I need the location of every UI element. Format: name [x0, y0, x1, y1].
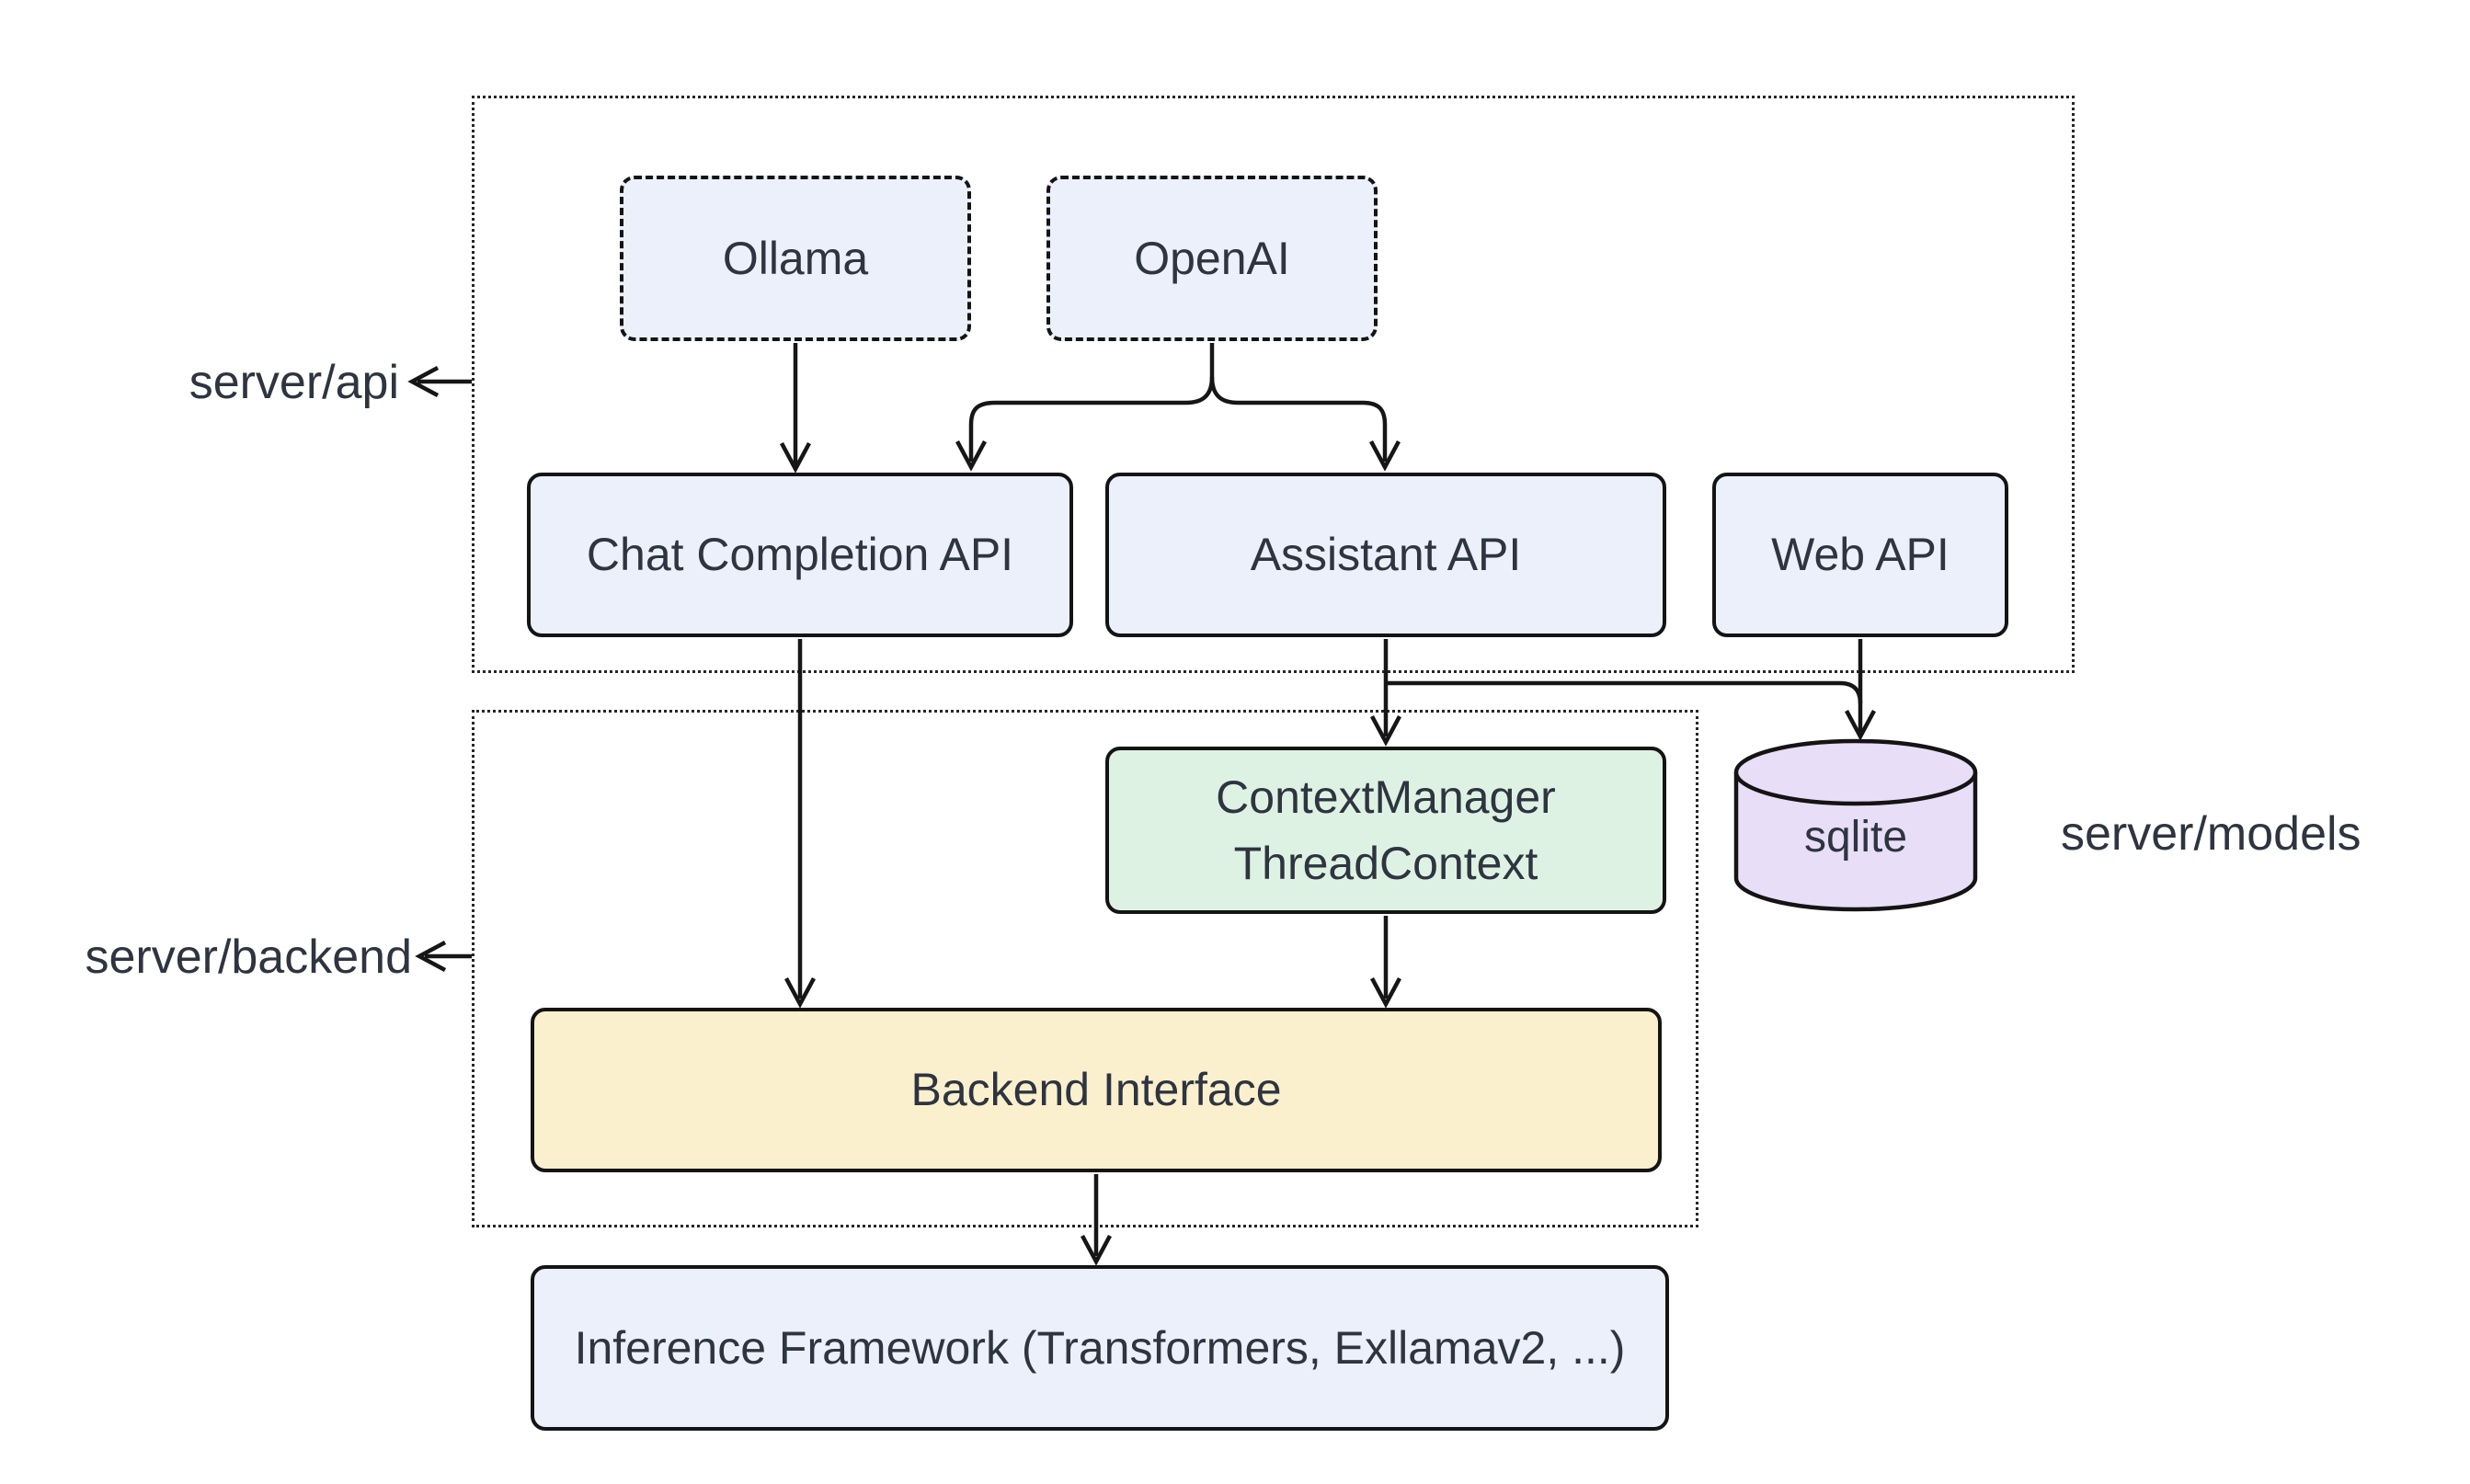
label-server-backend: server/backend [85, 930, 412, 984]
node-chat-completion-api: Chat Completion API [527, 473, 1073, 637]
arrowhead-down-icon [1845, 709, 1876, 741]
node-assistant-api-label: Assistant API [1250, 529, 1522, 581]
arrowhead-left-icon [415, 941, 447, 972]
node-openai-label: OpenAI [1134, 232, 1290, 284]
node-backend-interface: Backend Interface [531, 1008, 1662, 1172]
node-web-api: Web API [1712, 473, 2008, 637]
node-assistant-api: Assistant API [1105, 473, 1666, 637]
node-sqlite-label: sqlite [1803, 812, 1908, 862]
arrowhead-left-icon [407, 366, 440, 397]
node-backend-interface-label: Backend Interface [910, 1064, 1282, 1116]
node-openai: OpenAI [1046, 176, 1378, 341]
cluster-server-api [472, 96, 2075, 673]
cluster-server-backend [472, 710, 1698, 1227]
label-server-models: server/models [2061, 807, 2361, 861]
node-web-api-label: Web API [1771, 529, 1950, 581]
node-context-manager-line1: ContextManager [1216, 771, 1556, 823]
arrowhead-down-icon [1081, 1234, 1112, 1266]
edge-assistant-to-sqlite [1386, 680, 1863, 704]
node-inference-framework-label: Inference Framework (Transformers, Exlla… [574, 1321, 1626, 1374]
node-inference-framework: Inference Framework (Transformers, Exlla… [531, 1265, 1669, 1431]
node-ollama-label: Ollama [722, 232, 869, 284]
node-context-manager-line2: ThreadContext [1233, 838, 1538, 889]
label-server-api: server/api [189, 356, 399, 409]
node-ollama: Ollama [620, 176, 971, 341]
node-context-manager: ContextManager ThreadContext [1105, 747, 1666, 914]
node-chat-completion-api-label: Chat Completion API [586, 529, 1014, 581]
